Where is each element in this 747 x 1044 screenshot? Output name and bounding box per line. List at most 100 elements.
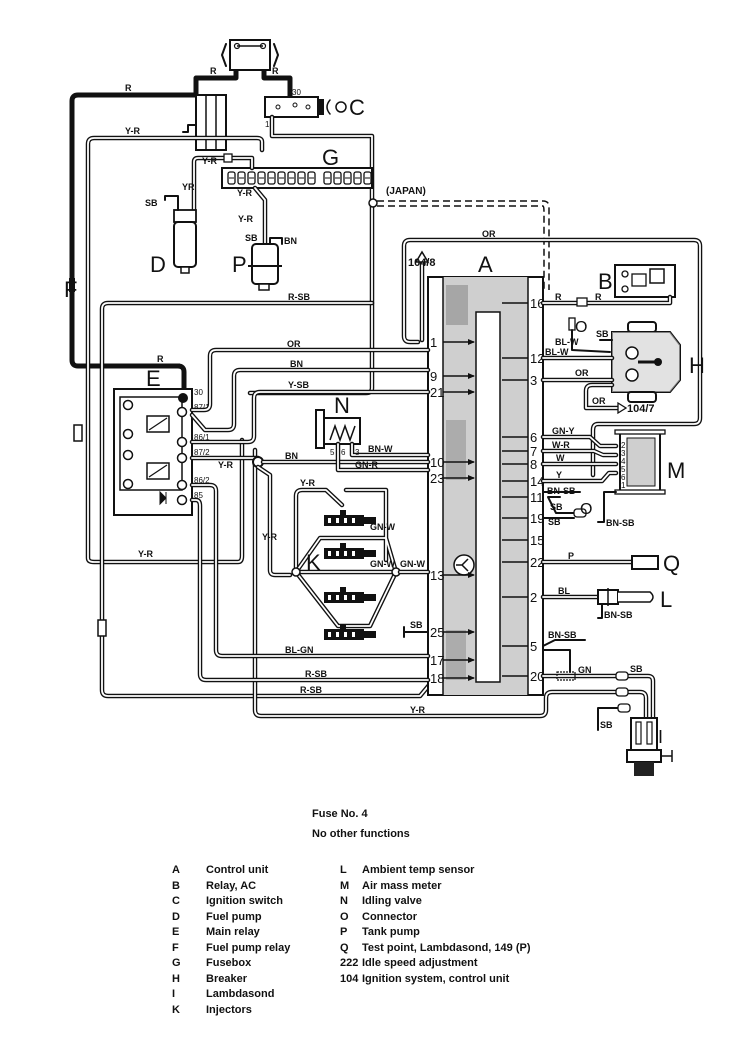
legend-key: H [172, 972, 180, 985]
cu-pin-left: 9 [430, 369, 437, 384]
ambient-temp-sensor-l [597, 588, 654, 619]
n-pin-3: 3 [355, 448, 360, 457]
legend-label: Air mass meter [362, 879, 442, 892]
wire-label-y-r-p1: Y-R [237, 188, 253, 198]
legend-label: Control unit [206, 864, 269, 876]
fuse-5 [267, 171, 276, 185]
relay-terminal: 30 [194, 388, 203, 397]
wire-label-bl-w-o: BL-W [555, 337, 579, 347]
label-o-mid: O [580, 501, 592, 518]
cu-pin-right: 12 [530, 351, 544, 366]
relay-contact [122, 449, 134, 461]
wire-label-r-top-left: R [125, 83, 132, 93]
wire-label-sb-19b: SB [548, 517, 561, 527]
wire-label-bn-sb-11: BN-SB [547, 486, 576, 496]
cu-pin-left: 18 [430, 671, 444, 686]
legend-label: Test point, Lambdasond, 149 (P) [362, 941, 531, 954]
relay-terminal: 85 [194, 491, 203, 500]
control-unit-a [427, 276, 544, 696]
wire-label-gn-y: GN-Y [552, 426, 575, 436]
ign-term-30: 30 [292, 88, 301, 97]
legend-label: Fusebox [206, 957, 252, 969]
label-a: A [478, 252, 493, 277]
wire-label-yr-d: YR [182, 182, 195, 192]
arrowhead-icon [468, 373, 475, 379]
legend-label: Breaker [206, 972, 247, 985]
wire-japan-dashed [377, 200, 550, 290]
breaker-h [611, 321, 681, 403]
fuse-number: Fuse No. 4 [312, 808, 368, 820]
wire-label-r-16b: R [595, 292, 602, 302]
label-l: L [660, 587, 672, 612]
legend-label: Main relay [206, 926, 260, 938]
wire-label-gn-w-k3: GN-W [400, 559, 425, 569]
wire-label-y-r-vert: Y-R [262, 532, 278, 542]
relay-contact [122, 478, 134, 490]
legend-label: Tank pump [362, 926, 420, 938]
relay-contact [176, 479, 188, 491]
legend-key: C [172, 895, 180, 907]
wire-r-battery-right [261, 70, 293, 97]
wire-label-or-104: OR [592, 396, 606, 406]
fuse-2 [237, 171, 246, 185]
label-b: B [598, 269, 613, 294]
fuse-10 [323, 171, 332, 185]
cu-pin-right: 8 [530, 457, 537, 472]
label-p: P [232, 252, 247, 277]
wire-label-bl-2: BL [558, 586, 570, 596]
legend-label: Fuel pump relay [206, 941, 291, 954]
legend-key: E [172, 926, 180, 938]
cu-pin-right: 19 [530, 511, 544, 526]
legend-key: Q [340, 941, 349, 954]
wire-r-relay [100, 363, 187, 398]
tank-pump-p [248, 237, 283, 291]
wire-or-relay [189, 347, 431, 413]
cu-pin-right: 7 [530, 444, 537, 459]
legend-key: D [172, 910, 180, 923]
label-k: K [306, 550, 321, 575]
main-relay-e [113, 388, 193, 516]
wire-label-y-r-top: Y-R [125, 126, 141, 136]
wire-label-y-r-left: Y-R [138, 549, 154, 559]
legend-key: 222 [340, 957, 359, 969]
relay-terminal: 87/2 [194, 448, 210, 457]
wire-label-or-top: OR [482, 229, 496, 239]
arrowhead-icon [468, 475, 475, 481]
n-pin-6: 6 [341, 448, 346, 457]
wire-label-bn-relay: BN [290, 359, 303, 369]
wire-label-r-sb-18a: R-SB [305, 669, 327, 679]
wire-label-r-relay: R [157, 354, 164, 364]
legend-key: I [172, 988, 176, 1000]
cu-pin-left: 10 [430, 455, 444, 470]
fuel-pump-relay-f [182, 94, 227, 151]
fuse-13 [353, 171, 362, 185]
cu-pin-right: 16 [530, 296, 544, 311]
wire-label-gn-w-k2: GN-W [370, 559, 395, 569]
wire-label-or-relay: OR [287, 339, 301, 349]
label-i: I [658, 727, 663, 747]
label-c: C [349, 95, 365, 120]
arrowhead-icon [468, 339, 475, 345]
wire-bn-sb-m [597, 491, 617, 523]
legend-key: O [340, 910, 349, 923]
n-pin-5: 5 [330, 448, 335, 457]
arrowhead-icon [468, 675, 475, 681]
wire-label-y: Y [556, 470, 562, 480]
japan-note: (JAPAN) [386, 186, 426, 197]
wire-label-or-3: OR [575, 368, 589, 378]
arrowhead-icon [468, 459, 475, 465]
ref-104-7: 104/7 [627, 403, 655, 415]
fuse-6 [277, 171, 286, 185]
injector-2 [324, 543, 376, 559]
wire-label-bl-gn-17: BL-GN [285, 645, 314, 655]
cu-pin-left: 13 [430, 568, 444, 583]
air-mass-meter-m [614, 429, 666, 495]
